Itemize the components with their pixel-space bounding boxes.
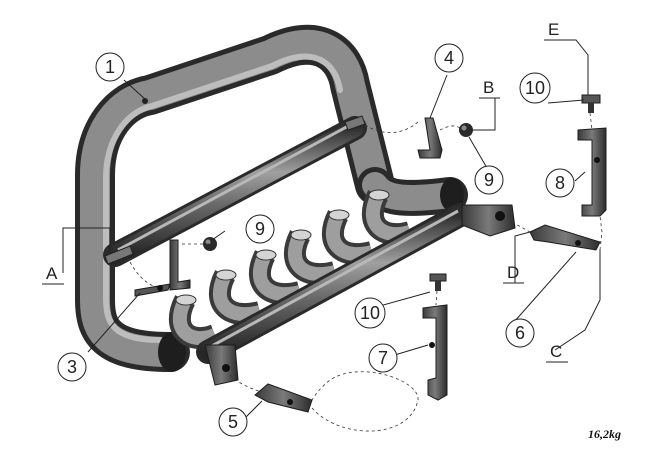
svg-text:8: 8: [555, 173, 565, 193]
callout-10-bottom: 10: [354, 297, 386, 329]
weight-label: 16,2kg: [588, 427, 621, 441]
part-7-mount: [422, 304, 448, 401]
part-10-bolt-top: [581, 94, 601, 113]
svg-text:10: 10: [525, 78, 545, 98]
callout-9-right: 9: [474, 165, 504, 195]
callout-6: 6: [505, 318, 535, 348]
svg-text:9: 9: [255, 219, 265, 239]
svg-text:9: 9: [484, 170, 494, 190]
main-frame-part: [75, 24, 516, 386]
part-9-nut-right: [459, 123, 473, 137]
svg-text:6: 6: [515, 323, 525, 343]
svg-text:7: 7: [378, 348, 388, 368]
svg-text:4: 4: [444, 48, 454, 68]
callout-7: 7: [368, 343, 398, 373]
svg-text:1: 1: [105, 57, 115, 77]
callout-3: 3: [57, 352, 87, 382]
callout-10-top: 10: [519, 72, 551, 104]
callout-4: 4: [434, 43, 464, 73]
part-left-angle-bracket: [169, 239, 191, 291]
part-3-bracket: [134, 283, 171, 297]
part-5-bracket: [254, 383, 313, 413]
part-6-bracket: [529, 224, 601, 251]
svg-text:10: 10: [360, 303, 380, 323]
part-10-bolt-bottom: [429, 273, 447, 291]
callout-8: 8: [545, 168, 575, 198]
label-D: D: [507, 263, 519, 282]
label-A: A: [46, 264, 58, 283]
callout-5: 5: [218, 407, 248, 437]
label-C: C: [550, 342, 562, 361]
callout-1: 1: [95, 52, 125, 82]
part-4-bracket: [417, 117, 443, 159]
label-E: E: [548, 20, 559, 39]
svg-text:5: 5: [228, 412, 238, 432]
svg-text:3: 3: [67, 357, 77, 377]
part-8-mount: [577, 127, 607, 217]
dashed-paths: [129, 112, 603, 432]
callout-9-left: 9: [245, 214, 275, 244]
label-B: B: [483, 78, 494, 97]
part-9-nut-left: [203, 237, 217, 251]
